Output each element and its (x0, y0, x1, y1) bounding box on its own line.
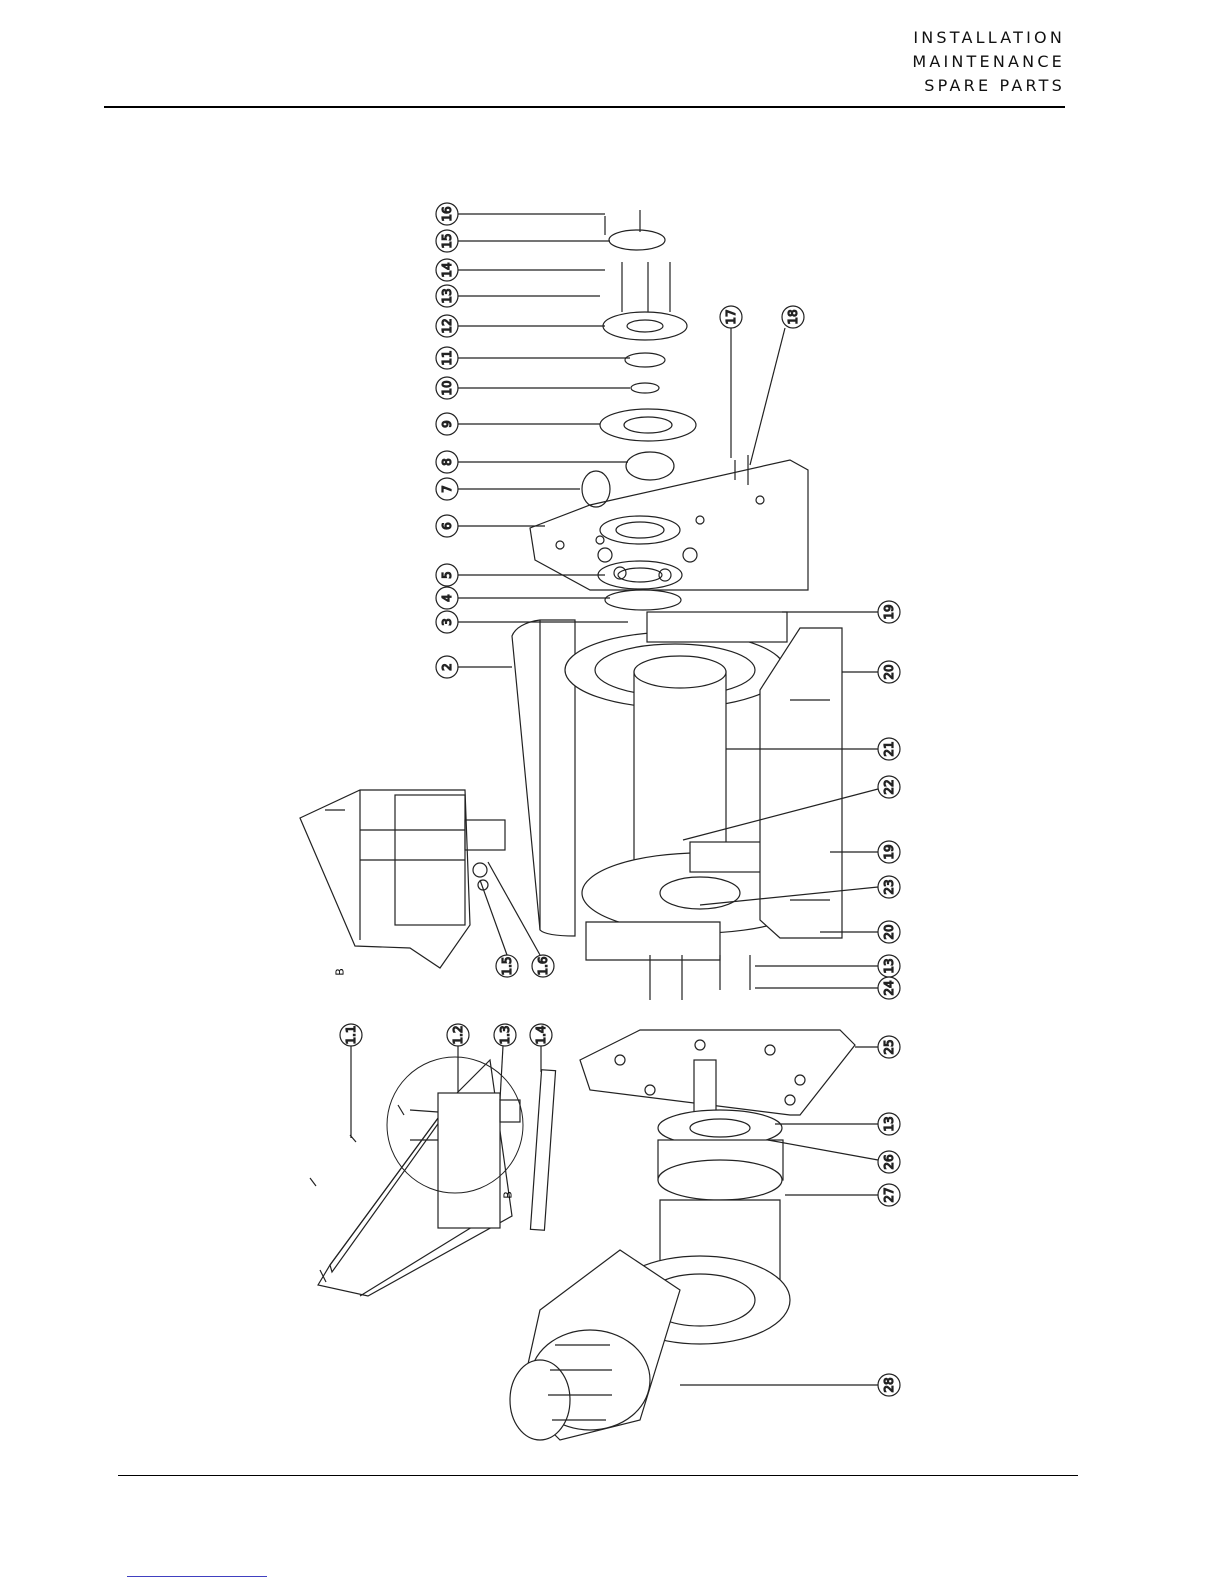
callout-1-5: 1.5 (500, 956, 514, 975)
callout-16: 16 (440, 206, 454, 221)
callout-1-4: 1.4 (534, 1025, 548, 1044)
drum-bolts (650, 955, 750, 1000)
callout-20-lower: 20 (882, 924, 896, 939)
cover-plate (310, 1057, 556, 1296)
callout-26: 26 (882, 1154, 896, 1169)
callout-9: 9 (440, 420, 454, 428)
callout-12: 12 (440, 318, 454, 333)
callout-14: 14 (440, 262, 454, 277)
callout-10: 10 (440, 380, 454, 395)
callout-6: 6 (440, 522, 454, 530)
detail-b-bracket (300, 790, 505, 968)
callout-22: 22 (882, 779, 896, 794)
footer-link-underline (127, 1576, 267, 1577)
callout-1-6: 1.6 (536, 956, 550, 975)
callout-13: 13 (440, 288, 454, 303)
callout-28: 28 (882, 1377, 896, 1392)
callout-27: 27 (882, 1187, 896, 1202)
callout-1-1: 1.1 (344, 1025, 358, 1044)
callout-18: 18 (786, 309, 800, 324)
callout-19-upper: 19 (882, 604, 896, 619)
callout-19-lower: 19 (882, 844, 896, 859)
footer-rule (118, 1475, 1078, 1476)
callout-23: 23 (882, 879, 896, 894)
callout-8: 8 (440, 458, 454, 466)
callout-13-drum: 13 (882, 958, 896, 973)
callout-24: 24 (882, 980, 896, 995)
detail-b-label-upper: B (334, 968, 347, 976)
callout-11: 11 (440, 350, 454, 365)
callout-3: 3 (440, 618, 454, 626)
callout-20-upper: 20 (882, 664, 896, 679)
callout-13-flange: 13 (882, 1116, 896, 1131)
callout-21: 21 (882, 741, 896, 756)
callout-15: 15 (440, 233, 454, 248)
callout-17: 17 (724, 309, 738, 324)
drum-frame (565, 612, 842, 960)
callout-1-2: 1.2 (451, 1025, 465, 1044)
callout-2: 2 (440, 663, 454, 671)
detail-b-label-lower: B (502, 1191, 515, 1199)
callout-25: 25 (882, 1039, 896, 1054)
callout-5: 5 (440, 571, 454, 579)
callout-7: 7 (440, 485, 454, 493)
gearmotor-assembly (510, 1030, 855, 1440)
callout-4: 4 (440, 594, 454, 602)
callout-1-3: 1.3 (498, 1025, 512, 1044)
